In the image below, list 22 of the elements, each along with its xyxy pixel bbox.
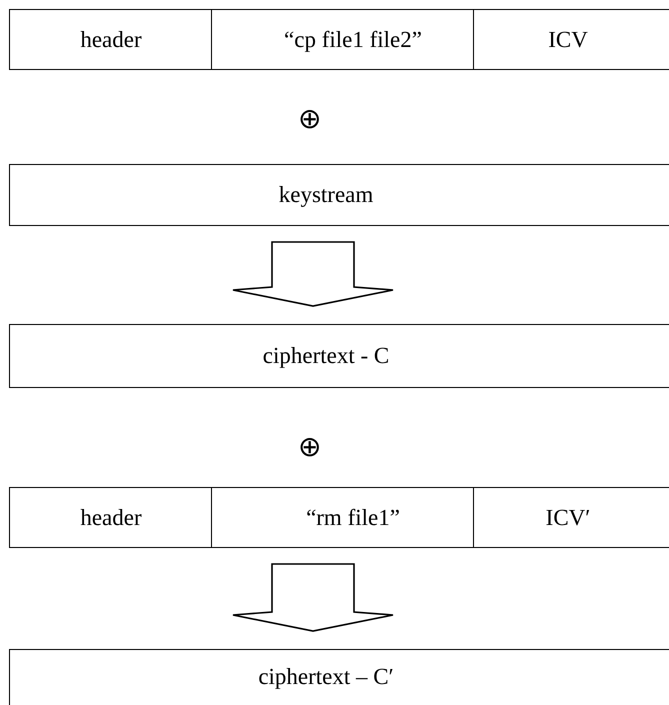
field-box (9, 9, 213, 70)
field-label: “rm file1” (306, 504, 400, 530)
field-box (9, 487, 213, 548)
block-arrow (232, 241, 394, 307)
field-label: ICV (548, 26, 588, 52)
field-box (211, 9, 475, 70)
field-box (9, 324, 669, 388)
field-box (473, 487, 669, 548)
field-label: header (80, 26, 142, 52)
block-arrow (232, 563, 394, 632)
xor-symbol: ⊕ (298, 434, 321, 462)
field-box (9, 649, 669, 705)
field-label: ciphertext - C (262, 343, 390, 369)
field-label: header (80, 504, 142, 530)
field-box (211, 487, 475, 548)
xor-symbol: ⊕ (298, 106, 321, 134)
field-label: keystream (278, 182, 374, 208)
field-label: ciphertext – C′ (258, 664, 394, 690)
field-label: ICV′ (546, 504, 590, 530)
field-box (9, 164, 669, 226)
field-label: “cp file1 file2” (284, 26, 422, 52)
field-box (473, 9, 669, 70)
